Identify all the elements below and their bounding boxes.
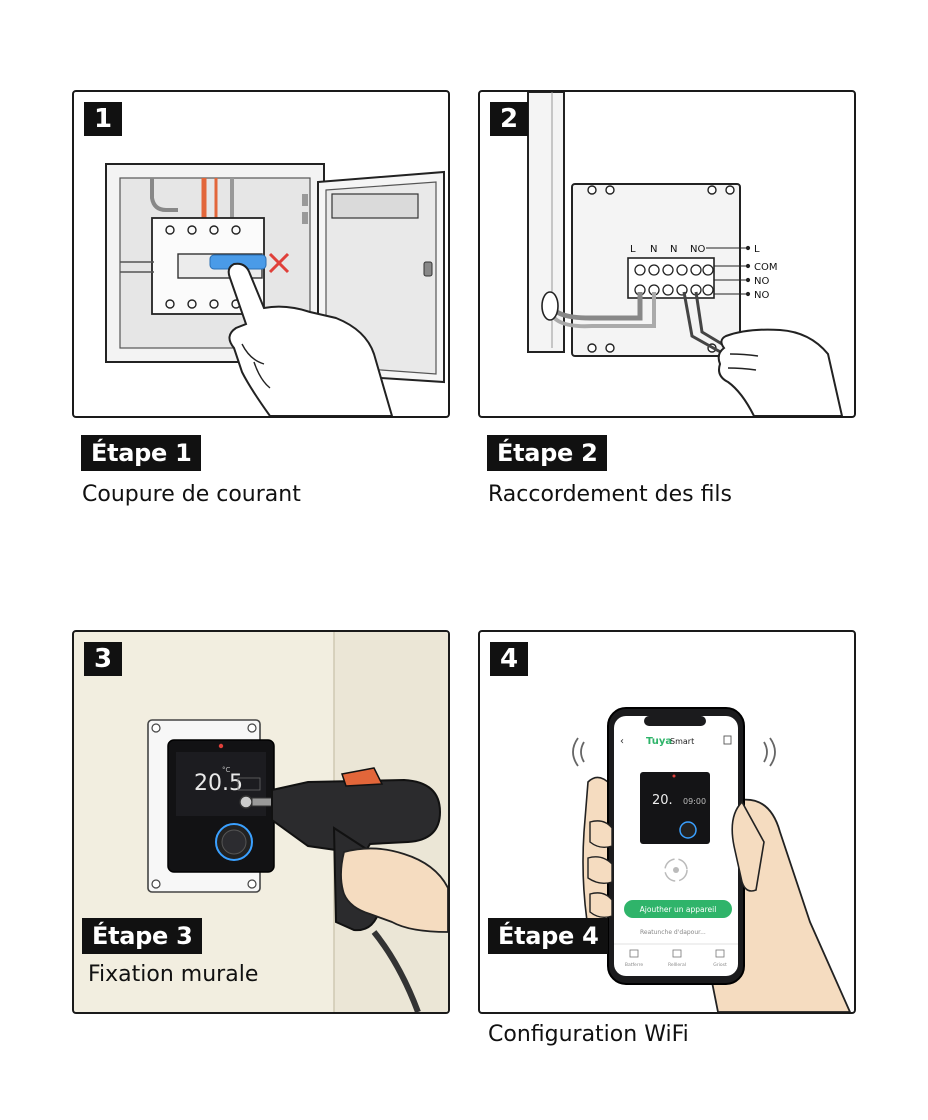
nav-item: Griost — [713, 962, 727, 968]
nav-item: Batferre — [625, 962, 643, 968]
step-1-number: 1 — [84, 102, 122, 136]
step-3-number: 3 — [84, 642, 122, 676]
profile-icon — [715, 949, 725, 958]
terminal-label: N — [650, 244, 657, 255]
power-cutoff-illustration — [105, 163, 445, 416]
wall-mounting-illustration: 20.5 °C — [147, 632, 448, 1012]
terminal-label: N — [670, 244, 677, 255]
sync-icon — [664, 858, 688, 882]
drill-cable — [371, 930, 421, 1012]
wiring-illustration: L N N NO L COM NO NO — [527, 92, 844, 416]
side-label: COM — [754, 262, 777, 273]
thumbnail-time: 09:00 — [683, 797, 706, 806]
hand-illustration — [717, 328, 844, 416]
cross-mark-icon — [268, 252, 290, 274]
step-1-panel: 1 — [72, 90, 450, 418]
home-icon — [629, 949, 639, 958]
step-2-number: 2 — [490, 102, 528, 136]
terminal-label: L — [630, 244, 636, 255]
thermostat-temperature: 20.5 — [194, 771, 243, 796]
step-1-description: Coupure de courant — [82, 482, 301, 507]
nav-item: Rellleral — [668, 962, 686, 968]
wifi-signal-icon — [572, 737, 585, 767]
screw — [239, 795, 253, 809]
add-device-button-label: Ajouther un appareil — [640, 905, 717, 914]
side-label: NO — [754, 290, 769, 301]
step-2-label: Étape 2 — [487, 435, 608, 471]
step-4-number: 4 — [490, 642, 528, 676]
step-4-label: Étape 4 — [488, 918, 609, 954]
step-3-panel: 3 20.5 °C Étape 3 Fixation murale — [72, 630, 450, 1014]
drill-bit — [251, 797, 273, 807]
drill-body — [271, 778, 442, 856]
hand-illustration — [227, 262, 394, 416]
app-brand: Tuya — [646, 736, 672, 747]
searching-text: Reatunche d'dapour... — [640, 929, 706, 936]
thermostat-unit: °C — [222, 766, 231, 774]
step-2-panel: 2 L N N NO L COM NO — [478, 90, 856, 418]
wifi-signal-icon — [763, 737, 776, 767]
back-arrow-icon: ‹ — [620, 736, 624, 747]
thermostat-thumbnail — [640, 772, 710, 844]
scene-icon — [672, 949, 682, 958]
add-device-button[interactable] — [624, 900, 732, 918]
wifi-setup-illustration: ‹ Tuya Smart 20. 09:00 Ajouther un appar… — [572, 707, 851, 1012]
step-3-label: Étape 3 — [82, 918, 203, 954]
side-label: L — [754, 244, 760, 255]
app-brand-suffix: Smart — [670, 737, 694, 746]
step-4-panel: 4 ‹ Tuya Smart 20. 09:00 Ajouther un app… — [478, 630, 856, 1014]
step-1-label: Étape 1 — [81, 435, 202, 471]
terminal-label: NO — [690, 244, 705, 255]
settings-icon — [723, 735, 732, 745]
hand-illustration — [340, 847, 448, 933]
side-label: NO — [754, 276, 769, 287]
step-2-description: Raccordement des fils — [488, 482, 733, 507]
thumbnail-temperature: 20. — [652, 793, 673, 808]
step-4-description: Configuration WiFi — [488, 1022, 689, 1047]
step-3-description: Fixation murale — [88, 962, 259, 987]
